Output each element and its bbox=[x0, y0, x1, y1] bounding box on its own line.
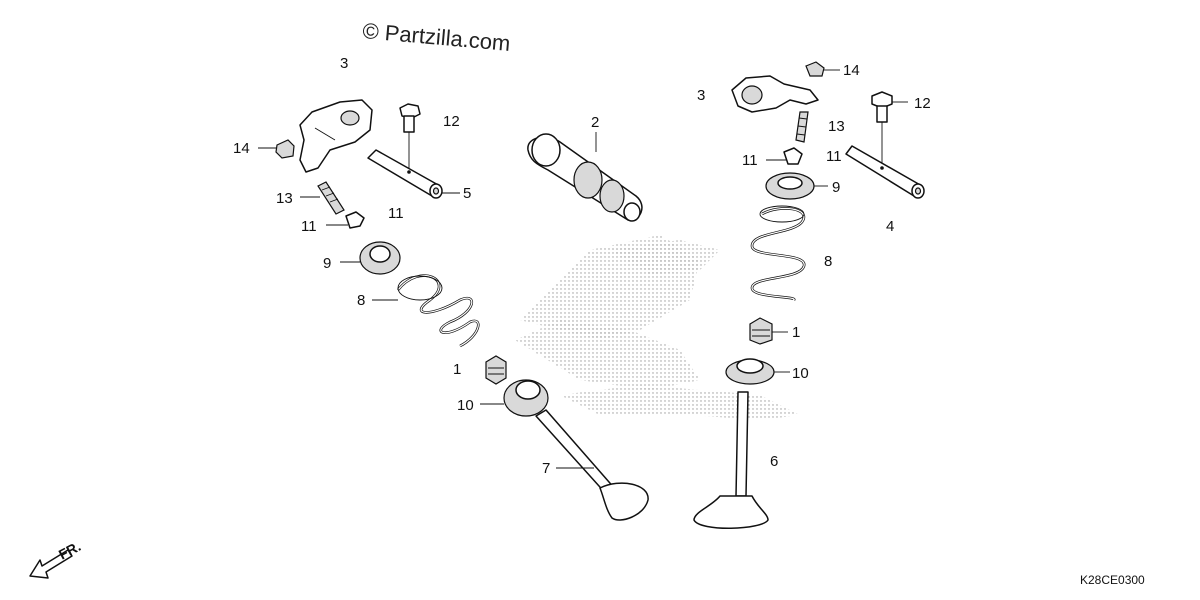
right-bolt[interactable] bbox=[871, 91, 893, 164]
callout-left-stem-seal: 1 bbox=[453, 361, 461, 378]
left-nut[interactable] bbox=[275, 139, 295, 159]
left-adjusting-screw[interactable] bbox=[317, 181, 345, 215]
right-spring-seat[interactable] bbox=[725, 358, 775, 385]
left-spring-retainer[interactable] bbox=[359, 241, 401, 275]
left-bolt[interactable] bbox=[399, 103, 421, 170]
left-valve[interactable] bbox=[535, 409, 649, 521]
camshaft[interactable] bbox=[527, 133, 643, 222]
left-valve-spring[interactable] bbox=[396, 274, 480, 348]
callout-left-adjusting-screw: 13 bbox=[276, 190, 293, 207]
callout-right-cotter: 11 bbox=[742, 152, 758, 169]
right-stem-seal[interactable] bbox=[749, 317, 773, 345]
callout-right-valve-spring: 8 bbox=[824, 253, 832, 270]
callout-left-valve: 7 bbox=[542, 460, 550, 477]
callout-right-stem-seal: 1 bbox=[792, 324, 800, 341]
right-rocker-shaft[interactable] bbox=[845, 145, 925, 199]
callout-right-valve: 6 bbox=[770, 453, 778, 470]
right-adjusting-screw[interactable] bbox=[795, 111, 809, 143]
right-cotter[interactable] bbox=[783, 147, 803, 165]
callout-left-nut: 14 bbox=[233, 140, 250, 157]
callout-right-rocker-shaft: 4 bbox=[886, 218, 894, 235]
right-rocker-arm[interactable] bbox=[731, 75, 819, 113]
callout-left-rocker-shaft: 5 bbox=[463, 185, 471, 202]
left-spring-seat[interactable] bbox=[503, 379, 549, 417]
left-cotter[interactable] bbox=[345, 211, 365, 229]
left-stem-seal[interactable] bbox=[485, 355, 507, 385]
left-rocker-arm[interactable] bbox=[299, 99, 373, 173]
callout-left-bolt: 12 bbox=[443, 113, 460, 130]
callout-right-spring-retainer: 9 bbox=[832, 179, 840, 196]
callout-right-adjusting-screw: 13 bbox=[828, 118, 845, 135]
front-direction-arrow-icon bbox=[29, 549, 73, 579]
callout-left-spring-retainer: 9 bbox=[323, 255, 331, 272]
callout-right-nut: 14 bbox=[843, 62, 860, 79]
callout-left-spring-seat: 10 bbox=[457, 397, 474, 414]
callout-left-rocker-arm: 3 bbox=[340, 55, 348, 72]
right-valve-spring[interactable] bbox=[750, 205, 806, 302]
right-nut[interactable] bbox=[805, 61, 825, 77]
left-rocker-shaft[interactable] bbox=[367, 149, 443, 199]
callout-right-rocker-arm: 3 bbox=[697, 87, 705, 104]
callout-left-cotter: 11 bbox=[301, 218, 317, 235]
right-valve[interactable] bbox=[693, 391, 769, 529]
diagram-code: K28CE0300 bbox=[1080, 573, 1145, 587]
callout-right-bolt: 12 bbox=[914, 95, 931, 112]
callout-left-valve-spring: 8 bbox=[357, 292, 365, 309]
callout-left-cotter-b: 11 bbox=[388, 205, 404, 222]
callout-camshaft: 2 bbox=[591, 114, 599, 131]
callout-right-cotter-b: 11 bbox=[826, 148, 842, 165]
watermark-text: © Partzilla.com bbox=[362, 18, 512, 56]
right-spring-retainer[interactable] bbox=[765, 172, 815, 200]
callout-right-spring-seat: 10 bbox=[792, 365, 809, 382]
